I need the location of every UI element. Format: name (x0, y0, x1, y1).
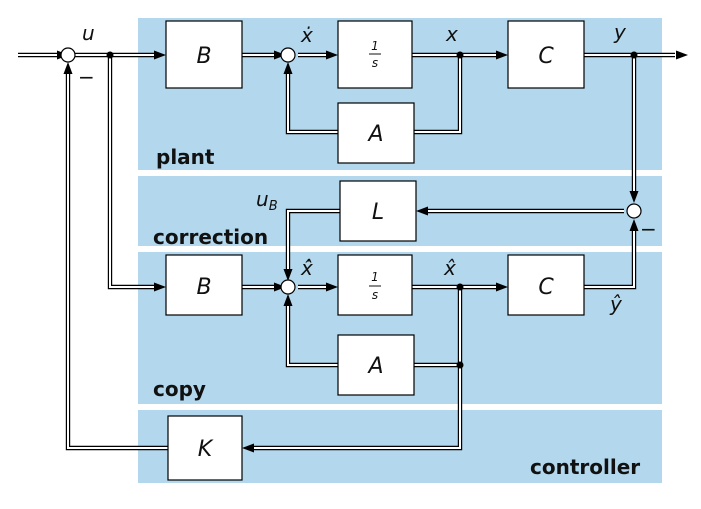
signal-yhat-label: ŷ (609, 292, 623, 316)
arrowhead (629, 219, 639, 231)
plant-a-label: A (366, 122, 383, 147)
controller-region-label: controller (530, 455, 640, 479)
arrowhead (63, 62, 73, 74)
signal-ub-label: uB (256, 187, 278, 214)
signal-xdot-label: ẋ (300, 23, 313, 47)
arrowhead (496, 282, 508, 292)
copy-summing-junction (280, 279, 296, 295)
signal-y-label: y (613, 20, 627, 44)
controller-k-block (167, 415, 243, 481)
correction-l-block (339, 180, 417, 242)
controller-k-label: K (198, 437, 214, 462)
copy-b-block (165, 254, 243, 316)
plant-summing-junction (280, 47, 296, 63)
copy-b-label: B (196, 275, 211, 300)
branch-node-x (456, 51, 464, 59)
arrowhead (629, 191, 639, 203)
plant-integrator-numerator: 1 (371, 39, 379, 53)
plant-integrator-denominator: s (372, 56, 378, 70)
input-summing-junction (60, 47, 76, 63)
plant-b-label: B (196, 44, 211, 69)
copy-integrator-numerator: 1 (371, 270, 379, 284)
arrowhead (274, 282, 286, 292)
arrowhead (154, 50, 166, 60)
plant-c-label: C (538, 44, 554, 69)
branch-node-y (630, 51, 638, 59)
copy-region-label: copy (153, 377, 206, 401)
signal-xhatdot-label: x̂̇ (300, 256, 313, 280)
arrowhead (416, 206, 428, 216)
arrowhead (283, 294, 293, 306)
branch-node-xhat-feedback (456, 361, 464, 369)
signal-ub-base: u (256, 187, 269, 211)
signal-x-label: x (445, 22, 458, 46)
arrowhead (676, 50, 688, 60)
arrowhead (283, 62, 293, 74)
signal-u-label: u (82, 21, 95, 45)
correction-sum-minus-sign: − (640, 217, 657, 241)
arrowhead (496, 50, 508, 60)
arrowhead (154, 282, 166, 292)
correction-summing-junction (626, 203, 642, 219)
plant-c-block (507, 20, 585, 89)
correction-l-label: L (372, 200, 384, 225)
plant-region-label: plant (156, 145, 215, 169)
arrowhead (283, 269, 293, 281)
plant-a-block (337, 102, 415, 164)
arrowhead (242, 443, 254, 453)
copy-c-label: C (538, 275, 554, 300)
arrowhead (326, 50, 338, 60)
copy-integrator-denominator: s (372, 288, 378, 302)
correction-region-label: correction (153, 225, 268, 249)
signal-wires (18, 52, 675, 451)
copy-c-block (507, 254, 585, 316)
signal-xhat-label: x̂ (443, 256, 456, 280)
copy-a-label: A (366, 354, 383, 379)
branch-node-u (106, 51, 114, 59)
signal-ub-subscript: B (269, 199, 278, 214)
plant-b-block (165, 20, 243, 89)
copy-a-block (337, 334, 415, 396)
arrowhead (326, 282, 338, 292)
input-sum-minus-sign: − (78, 65, 95, 89)
arrowhead (274, 50, 286, 60)
branch-node-xhat (456, 283, 464, 291)
copy-integrator-block (337, 254, 413, 316)
